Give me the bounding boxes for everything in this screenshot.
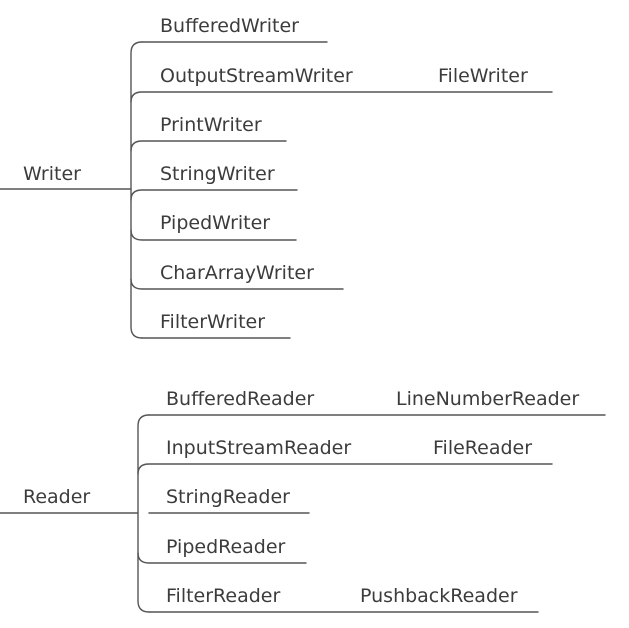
reader-branch-pipedreader: [137, 552, 307, 564]
node-bufferedreader: BufferedReader: [166, 388, 315, 410]
reader-root-label: Reader: [23, 486, 91, 508]
node-filereader: FileReader: [433, 437, 533, 459]
node-pipedwriter: PipedWriter: [160, 212, 271, 234]
writer-branch-stringwriter: [130, 189, 298, 201]
node-inputstreamreader: InputStreamReader: [166, 437, 352, 459]
node-filterreader: FilterReader: [166, 585, 281, 607]
node-stringwriter: StringWriter: [160, 163, 275, 185]
writer-branch-printwriter: [130, 140, 287, 152]
node-chararraywriter: CharArrayWriter: [160, 262, 314, 284]
writer-branch-pipedwriter: [130, 229, 297, 241]
node-printwriter: PrintWriter: [160, 114, 262, 136]
reader-branch-inputstreamreader: [137, 463, 553, 475]
writer-root-label: Writer: [23, 163, 81, 185]
node-stringreader: StringReader: [166, 486, 290, 508]
writer-branch-outputstreamwriter: [130, 91, 553, 103]
node-linenumberreader: LineNumberReader: [396, 388, 580, 410]
node-filewriter: FileWriter: [438, 65, 528, 87]
node-outputstreamwriter: OutputStreamWriter: [160, 65, 353, 87]
writer-branch-chararraywriter: [130, 278, 344, 290]
node-pipedreader: PipedReader: [166, 536, 286, 558]
node-filterwriter: FilterWriter: [160, 311, 266, 333]
node-pushbackreader: PushbackReader: [360, 585, 518, 607]
node-bufferedwriter: BufferedWriter: [160, 15, 299, 37]
reader-spine: [137, 414, 150, 613]
writer-spine: [130, 41, 143, 339]
